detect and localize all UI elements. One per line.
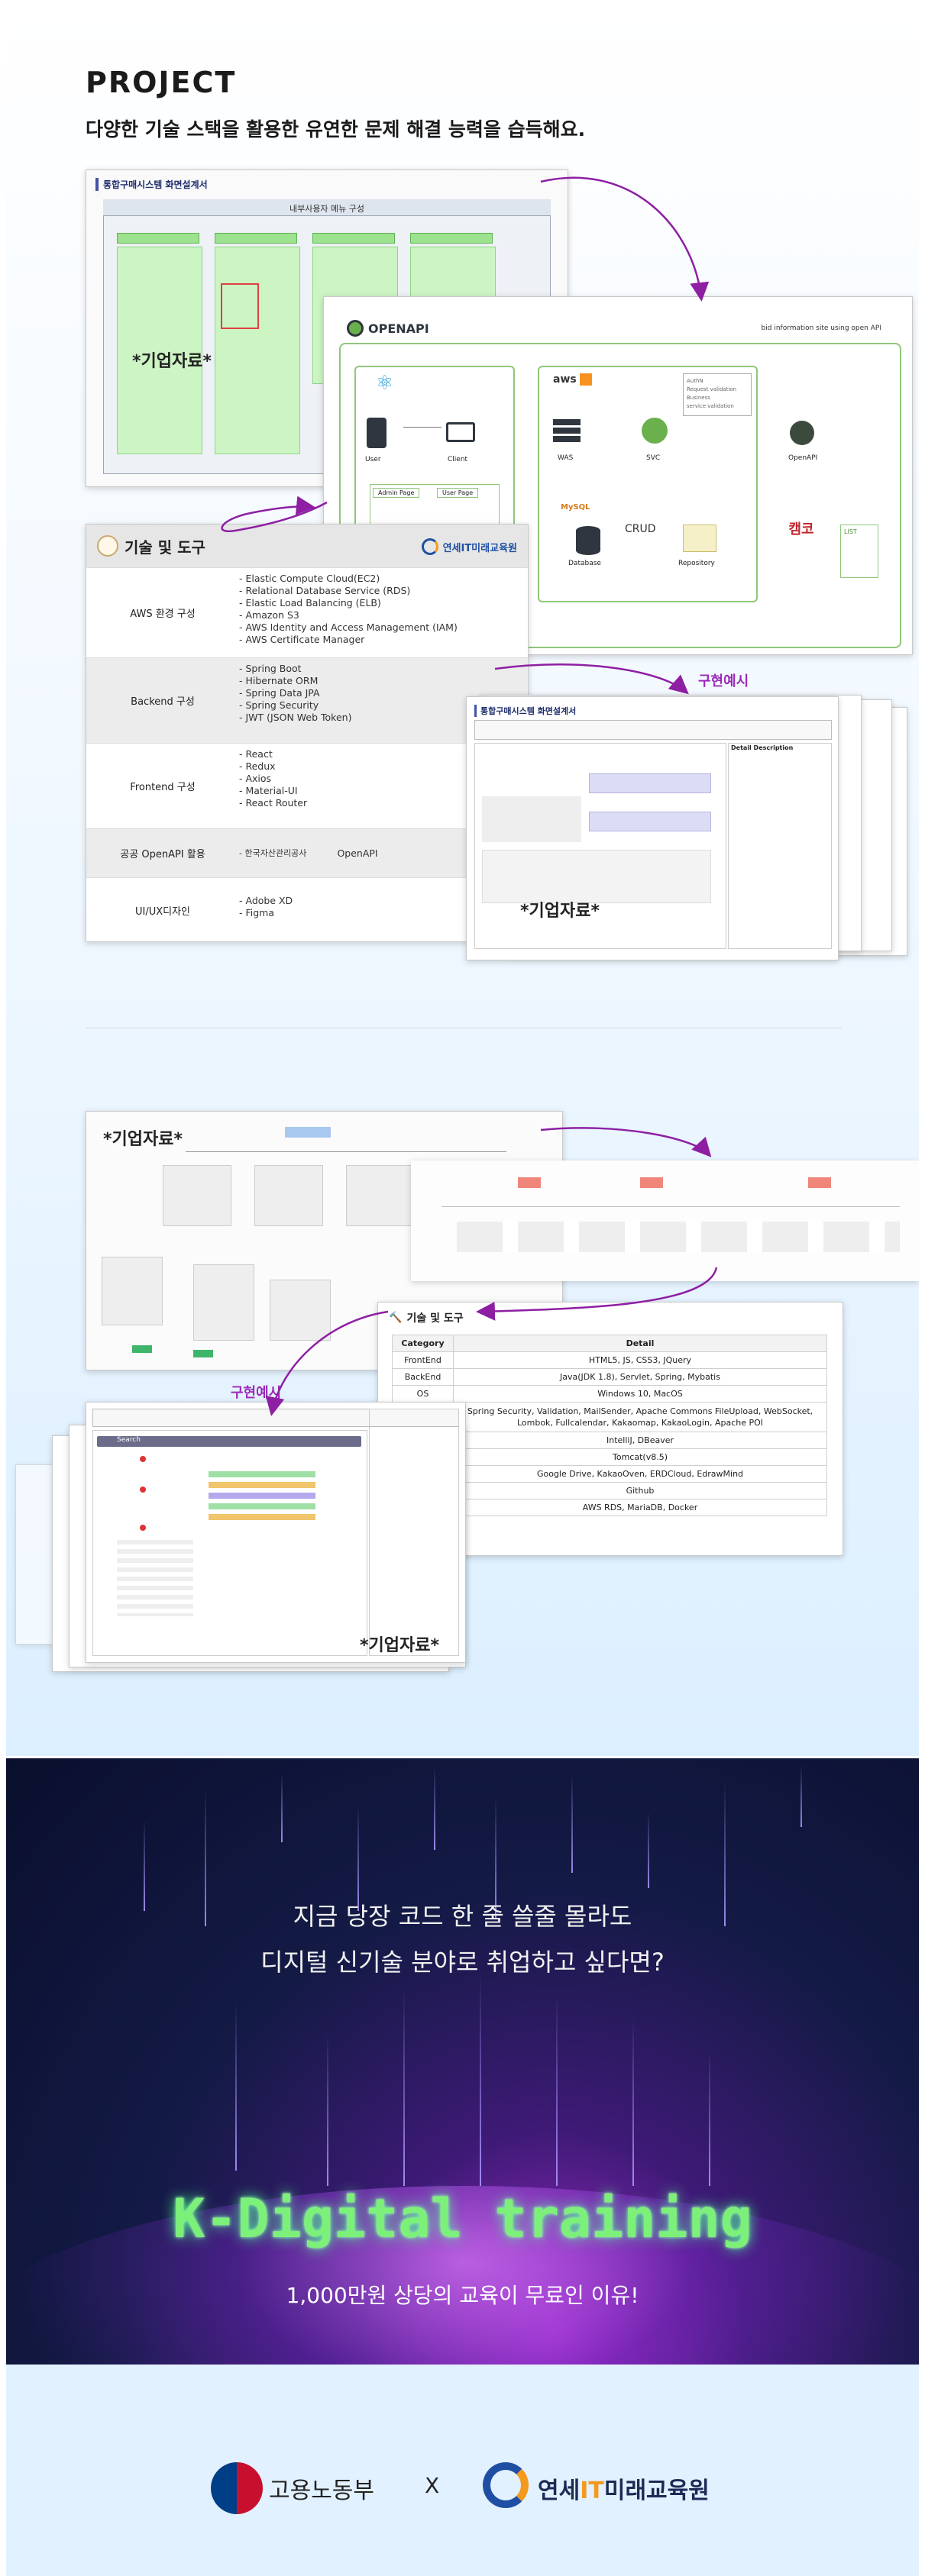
impl-doc-title: 통합구매시스템 화면설계서 bbox=[474, 705, 576, 717]
database-icon bbox=[576, 526, 600, 555]
impl-detail-label: Detail Description bbox=[731, 744, 794, 751]
yonsei-logo-icon bbox=[421, 538, 438, 555]
impl-label-1: 구현예시 bbox=[698, 673, 749, 689]
node-user: User bbox=[365, 456, 381, 463]
th-detail: Detail bbox=[453, 1335, 827, 1352]
page: PROJECT 다양한 기술 스택을 활용한 유연한 문제 해결 능력을 습득해… bbox=[6, 0, 919, 2576]
kdigital-brand: K-Digital training bbox=[173, 2187, 752, 2250]
ministry-logo-icon bbox=[211, 2462, 263, 2514]
footer-org: 연세IT미래교육원 bbox=[538, 2478, 710, 2504]
tech-cat-backend: Backend 구성 bbox=[131, 696, 195, 708]
phone-icon bbox=[367, 418, 386, 448]
server-icon bbox=[553, 419, 581, 444]
flow-arrows-1 bbox=[221, 176, 710, 695]
aws-logo-icon: aws bbox=[553, 373, 592, 386]
node-client: Client bbox=[448, 456, 468, 463]
impl-doc-front: 통합구매시스템 화면설계서 Detail Description *기업자료* bbox=[466, 696, 839, 960]
mysql-icon: MySQL bbox=[561, 503, 590, 512]
openapi-architecture: OPENAPI bid information site using open … bbox=[323, 296, 913, 655]
flow-diagram-2 bbox=[411, 1160, 919, 1281]
impl-doc-stamp: *기업자료* bbox=[520, 902, 600, 921]
erd-stamp: *기업자료* bbox=[103, 1130, 183, 1149]
tech-cat-aws: AWS 환경 구성 bbox=[130, 608, 196, 620]
screen-doc-stamp: *기업자료* bbox=[132, 352, 212, 371]
tech-cat-openapi: 공공 OpenAPI 활용 bbox=[120, 849, 205, 860]
kdigital-sub: 1,000만원 상당의 교육이 무료인 이유! bbox=[286, 2283, 639, 2308]
tech-tools-card: 기술 및 도구 연세IT미래교육원 AWS 환경 구성 - Elastic Co… bbox=[86, 524, 529, 942]
kdigital-line2: 디지털 신기술 분야로 취업하고 싶다면? bbox=[260, 1948, 665, 1977]
node-database: Database bbox=[568, 560, 601, 567]
openapi-note: bid information site using open API bbox=[761, 324, 881, 332]
tech-items-uiux: - Adobe XD- Figma bbox=[239, 895, 293, 918]
footer-x: X bbox=[425, 2473, 440, 2498]
tech-table-title: 기술 및 도구 bbox=[406, 1312, 464, 1325]
tech-items-frontend: - React- Redux- Axios- Material-UI- Reac… bbox=[239, 748, 308, 809]
tech-items-backend: - Spring Boot- Hibernate ORM- Spring Dat… bbox=[239, 663, 352, 723]
kdigital-banner bbox=[6, 1758, 919, 2365]
spring-icon bbox=[642, 418, 668, 444]
node-svc: SVC bbox=[646, 454, 661, 462]
hammer-icon: 🔨 bbox=[389, 1312, 403, 1324]
tech-cat-uiux: UI/UX디자인 bbox=[134, 906, 191, 918]
monitor-icon bbox=[446, 422, 475, 442]
node-openapi: OpenAPI bbox=[788, 454, 818, 462]
node-repository: Repository bbox=[678, 560, 715, 567]
yonsei-footer-logo-icon bbox=[483, 2462, 529, 2508]
impl2-stamp: *기업자료* bbox=[360, 1636, 439, 1655]
folder-icon bbox=[683, 525, 716, 552]
menu-title: 내부사용자 메뉴 구성 bbox=[103, 199, 551, 216]
footer: 고용노동부 X 연세IT미래교육원 bbox=[6, 2365, 919, 2576]
tech-title: 기술 및 도구 bbox=[125, 538, 205, 557]
openapi-logo: OPENAPI bbox=[368, 321, 429, 336]
tech-org: 연세IT미래교육원 bbox=[442, 542, 517, 554]
project-title: PROJECT bbox=[86, 66, 237, 99]
openapi-node-icon bbox=[790, 421, 814, 445]
project-subtitle: 다양한 기술 스택을 활용한 유연한 문제 해결 능력을 습득해요. bbox=[86, 118, 586, 140]
react-icon: ⚛ bbox=[376, 372, 394, 395]
impl2-search-label: Search bbox=[117, 1436, 141, 1444]
openapi-logo-icon bbox=[347, 320, 364, 337]
kdigital-line1: 지금 당장 코드 한 줄 쓸줄 몰라도 bbox=[293, 1902, 632, 1931]
list-box: LIST bbox=[840, 525, 878, 578]
tech-items-aws: - Elastic Compute Cloud(EC2)- Relational… bbox=[239, 573, 458, 645]
kamco-logo-icon: 캠코 bbox=[788, 521, 814, 537]
ministry-name: 고용노동부 bbox=[269, 2478, 374, 2504]
flow-arrows-2 bbox=[265, 1127, 718, 1416]
th-category: Category bbox=[392, 1335, 454, 1352]
node-was: WAS bbox=[558, 454, 574, 462]
user-page-label: User Page bbox=[437, 488, 479, 498]
screen-doc-title: 통합구매시스템 화면설계서 bbox=[95, 178, 208, 191]
crud-label: CRUD bbox=[625, 523, 656, 535]
tools-logo-icon bbox=[97, 535, 118, 557]
tech-cat-frontend: Frontend 구성 bbox=[130, 782, 196, 793]
admin-page-label: Admin Page bbox=[373, 488, 420, 498]
